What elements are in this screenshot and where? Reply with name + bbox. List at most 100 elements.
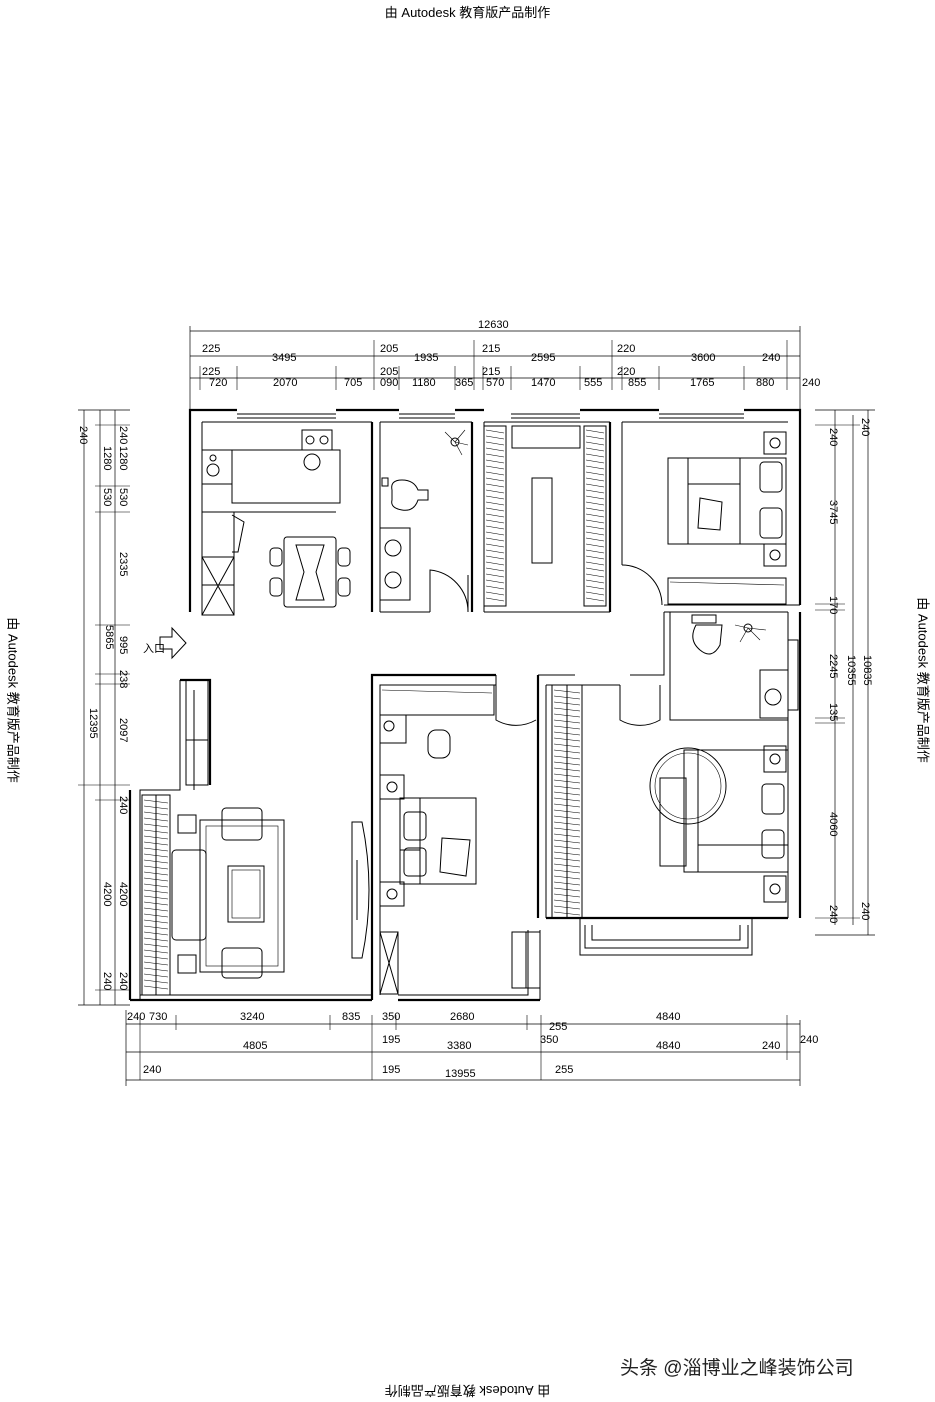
svg-text:240: 240 — [802, 377, 820, 389]
washbasin-icon — [384, 539, 402, 557]
svg-text:135: 135 — [827, 703, 839, 721]
toilet-icon — [692, 624, 723, 655]
svg-text:3240: 3240 — [240, 1011, 264, 1023]
svg-text:240: 240 — [127, 1011, 145, 1023]
bathroom-top — [379, 429, 469, 601]
bathroom-right — [691, 614, 789, 719]
svg-text:090: 090 — [380, 377, 398, 389]
watermark-top: 由 Autodesk 教育版产品制作 — [384, 5, 551, 20]
dim-right-total: 10835 — [861, 655, 873, 686]
svg-text:195: 195 — [382, 1064, 400, 1076]
svg-text:215: 215 — [482, 343, 500, 355]
svg-text:255: 255 — [555, 1064, 573, 1076]
washbasin-icon — [764, 688, 782, 706]
svg-text:215: 215 — [482, 366, 500, 378]
svg-text:10355: 10355 — [845, 655, 857, 686]
svg-text:2680: 2680 — [450, 1011, 474, 1023]
svg-text:240: 240 — [117, 426, 129, 444]
svg-text:530: 530 — [117, 488, 129, 506]
sofa-icon — [171, 849, 207, 941]
person-icon — [303, 453, 321, 471]
svg-text:4200: 4200 — [117, 882, 129, 906]
svg-text:170: 170 — [827, 596, 839, 614]
svg-text:240: 240 — [117, 972, 129, 990]
svg-text:995: 995 — [117, 636, 129, 654]
entrance-arrow-icon — [159, 626, 187, 660]
shower-icon — [450, 437, 460, 447]
shower-icon — [743, 623, 753, 633]
svg-text:240: 240 — [762, 352, 780, 364]
doors — [429, 564, 663, 726]
svg-text:240: 240 — [762, 1040, 780, 1052]
svg-text:1765: 1765 — [690, 377, 714, 389]
svg-text:205: 205 — [380, 366, 398, 378]
svg-text:240: 240 — [77, 426, 89, 444]
bed-top-right — [667, 431, 787, 605]
svg-text:240: 240 — [827, 905, 839, 923]
svg-text:240: 240 — [827, 428, 839, 446]
svg-text:4840: 4840 — [656, 1040, 680, 1052]
wardrobe-right-bedroom — [551, 684, 583, 919]
dim-bottom-total: 13955 — [445, 1068, 476, 1080]
entrance: 入口 — [143, 626, 187, 660]
svg-text:240: 240 — [859, 902, 871, 920]
toilet-icon — [391, 479, 429, 511]
svg-text:1280: 1280 — [117, 446, 129, 470]
svg-text:880: 880 — [756, 377, 774, 389]
svg-text:4060: 4060 — [827, 812, 839, 836]
svg-text:350: 350 — [382, 1011, 400, 1023]
svg-text:5865: 5865 — [103, 625, 115, 649]
svg-text:705: 705 — [344, 377, 362, 389]
armchair-icon — [221, 807, 263, 841]
svg-text:365: 365 — [455, 377, 473, 389]
svg-text:4805: 4805 — [243, 1040, 267, 1052]
svg-text:255: 255 — [549, 1021, 567, 1033]
wardrobe-top — [483, 425, 607, 607]
svg-text:2070: 2070 — [273, 377, 297, 389]
svg-text:238: 238 — [117, 670, 129, 688]
sink-icon — [301, 429, 333, 451]
svg-text:3380: 3380 — [447, 1040, 471, 1052]
svg-text:4840: 4840 — [656, 1011, 680, 1023]
master-bed — [649, 745, 789, 903]
svg-text:1470: 1470 — [531, 377, 555, 389]
svg-text:240: 240 — [101, 972, 113, 990]
svg-text:2595: 2595 — [531, 352, 555, 364]
svg-text:225: 225 — [202, 343, 220, 355]
credit-watermark: 头条 @淄博业之峰装饰公司 — [620, 1358, 854, 1379]
svg-text:195: 195 — [382, 1034, 400, 1046]
bottom-dimensions: 240 730 3240 835 350 2680 255 4840 240 4… — [125, 1010, 818, 1086]
armchair-icon — [221, 947, 263, 979]
svg-text:240: 240 — [800, 1034, 818, 1046]
top-dimensions: 12630 225 3495 205 1935 215 2595 220 360… — [189, 319, 820, 410]
svg-text:220: 220 — [617, 343, 635, 355]
svg-text:2335: 2335 — [117, 552, 129, 576]
svg-text:240: 240 — [143, 1064, 161, 1076]
right-dimensions: 240 3745 170 2245 135 4060 240 10355 108… — [815, 409, 875, 936]
svg-text:220: 220 — [617, 366, 635, 378]
svg-text:240: 240 — [117, 796, 129, 814]
svg-text:240: 240 — [859, 418, 871, 436]
area-rug — [199, 819, 285, 973]
svg-text:530: 530 — [101, 488, 113, 506]
svg-text:835: 835 — [342, 1011, 360, 1023]
svg-text:1180: 1180 — [412, 377, 436, 389]
svg-text:205: 205 — [380, 343, 398, 355]
svg-text:3495: 3495 — [272, 352, 296, 364]
svg-text:855: 855 — [628, 377, 646, 389]
svg-text:2097: 2097 — [117, 718, 129, 742]
svg-text:1935: 1935 — [414, 352, 438, 364]
round-rug — [649, 747, 727, 825]
svg-text:1280: 1280 — [101, 446, 113, 470]
dim-top-total: 12630 — [478, 319, 509, 331]
svg-text:2245: 2245 — [827, 654, 839, 678]
kitchen — [201, 429, 341, 616]
svg-text:350: 350 — [540, 1034, 558, 1046]
svg-text:720: 720 — [209, 377, 227, 389]
svg-text:4200: 4200 — [101, 882, 113, 906]
svg-text:570: 570 — [486, 377, 504, 389]
svg-text:3745: 3745 — [827, 500, 839, 524]
svg-text:555: 555 — [584, 377, 602, 389]
dining-table — [269, 536, 351, 608]
